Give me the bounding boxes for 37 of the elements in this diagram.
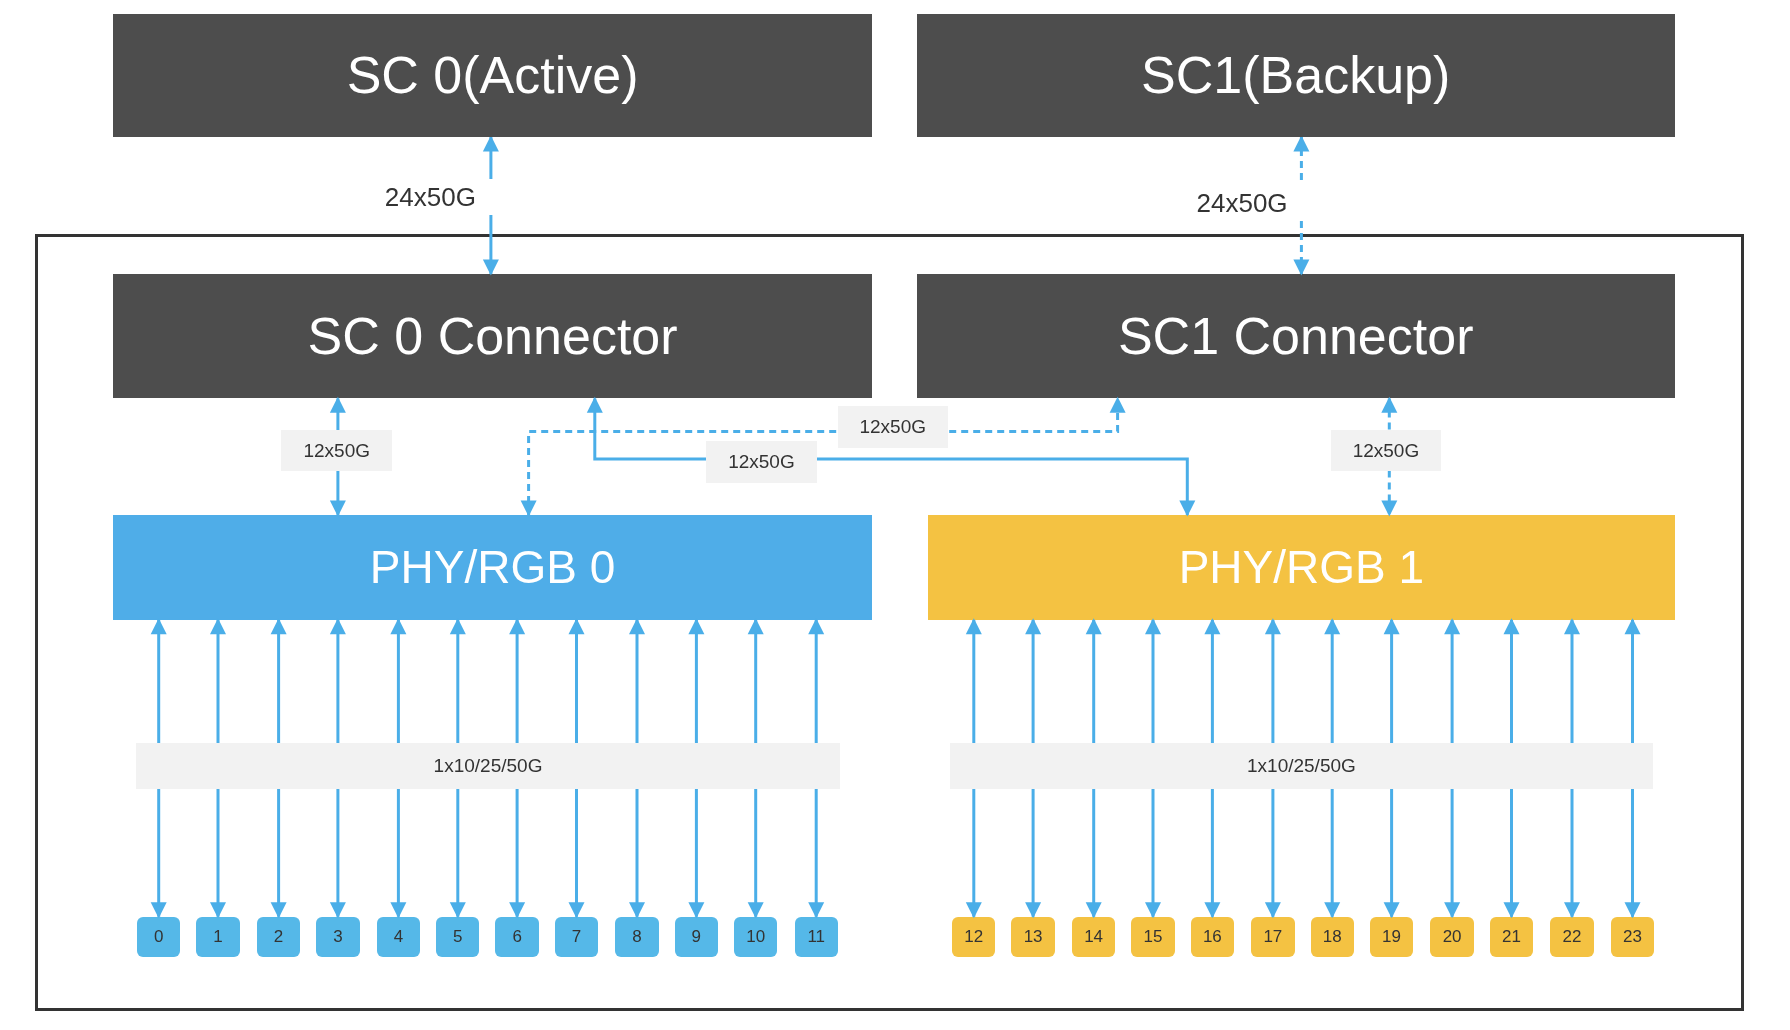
controller-box: SC1(Backup) <box>916 13 1675 137</box>
port-badge: 17 <box>1251 916 1295 957</box>
port-badge: 10 <box>734 916 778 957</box>
port-badge: 16 <box>1190 916 1235 957</box>
port-badge: 0 <box>136 916 181 957</box>
port-badge: 15 <box>1131 916 1175 957</box>
port-badge: 22 <box>1550 916 1594 957</box>
port-badge: 19 <box>1369 916 1414 957</box>
port-badge: 20 <box>1430 916 1474 957</box>
phy-block: PHY/RGB 1 <box>928 514 1675 620</box>
port-badge: 21 <box>1489 916 1534 957</box>
port-badge: 6 <box>495 916 539 957</box>
port-badge: 23 <box>1610 916 1655 957</box>
port-badge: 18 <box>1310 916 1354 957</box>
connector-box: SC 0 Connector <box>113 273 873 399</box>
speed-band: 1x10/25/50G <box>949 743 1653 789</box>
speed-band: 1x10/25/50G <box>135 743 841 789</box>
port-badge: 5 <box>436 916 480 957</box>
edge-label: 12x50G <box>281 430 393 472</box>
port-badge: 1 <box>196 916 240 957</box>
edge-label: 12x50G <box>706 441 817 484</box>
edge-label: 12x50G <box>837 406 948 448</box>
port-badge: 4 <box>376 916 421 957</box>
port-badge: 8 <box>615 916 659 957</box>
port-badge: 9 <box>674 916 719 957</box>
port-badge: 3 <box>316 916 360 957</box>
port-badge: 12 <box>952 916 996 957</box>
phy-block: PHY/RGB 0 <box>113 514 873 620</box>
chassis-frame <box>35 234 1745 1012</box>
port-badge: 7 <box>554 916 599 957</box>
port-badge: 14 <box>1071 916 1116 957</box>
controller-box: SC 0(Active) <box>113 13 873 137</box>
connector-box: SC1 Connector <box>916 273 1675 399</box>
port-badge: 11 <box>794 916 838 957</box>
port-badge: 2 <box>256 916 301 957</box>
port-badge: 13 <box>1011 916 1055 957</box>
edge-label: 12x50G <box>1330 430 1442 472</box>
